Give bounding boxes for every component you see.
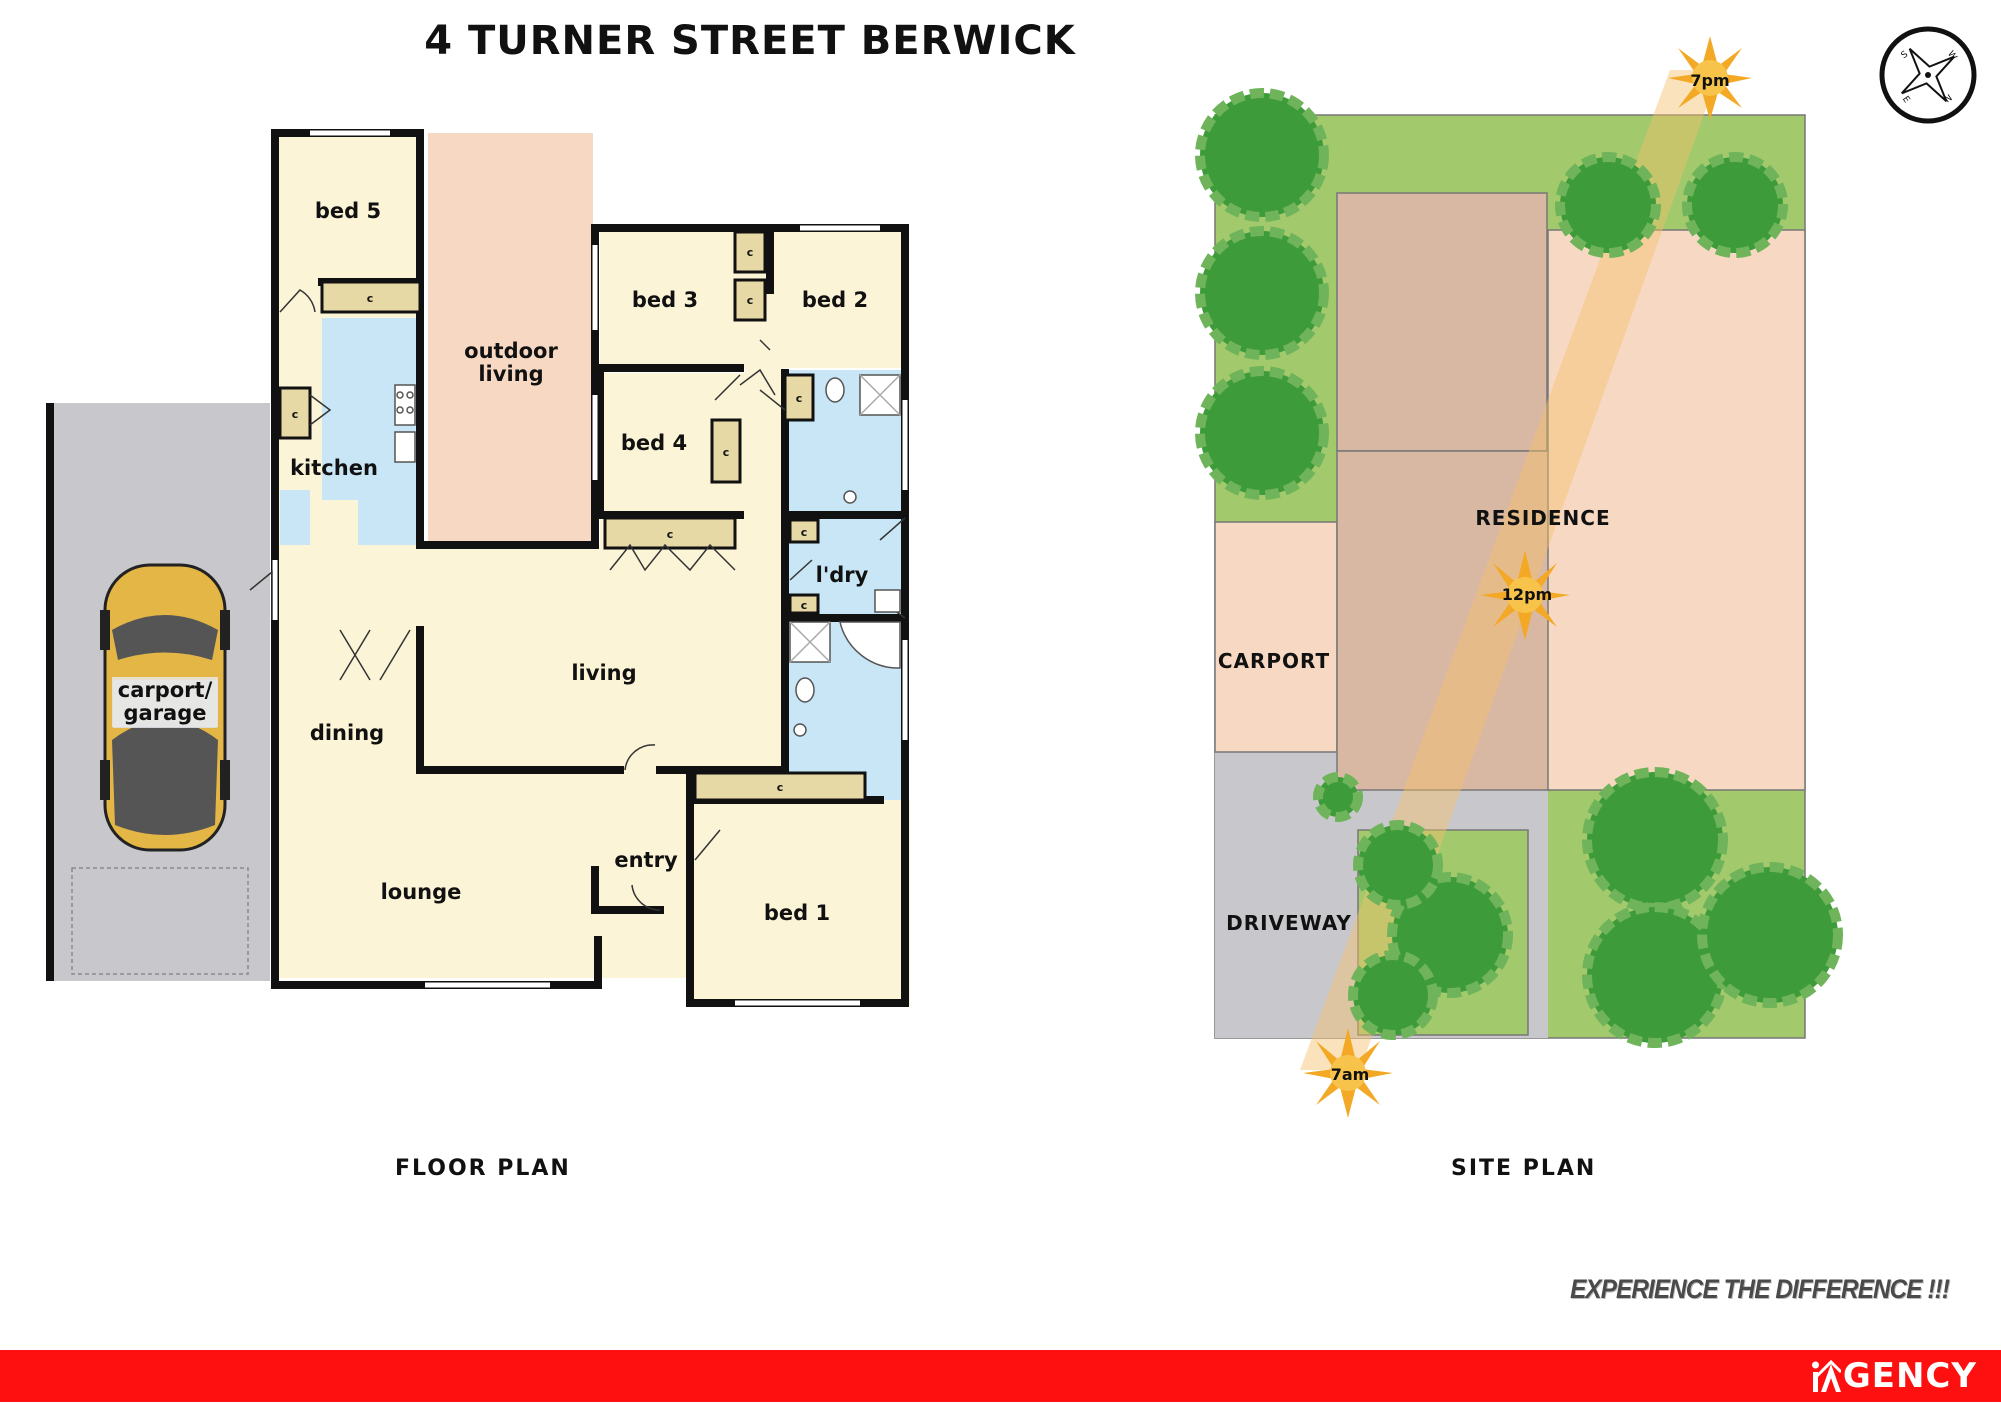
carport-label: CARPORT	[1218, 649, 1330, 673]
room-kitchen: kitchen	[290, 456, 378, 480]
compass-e: E	[1900, 95, 1912, 106]
sun-12pm-label: 12pm	[1502, 585, 1552, 604]
trees	[1195, 88, 1843, 1048]
agency-logo: GENCY	[1811, 1354, 1977, 1398]
sun-7pm-label: 7pm	[1690, 71, 1729, 90]
sun-7am-label: 7am	[1331, 1065, 1370, 1084]
tree-icon	[1387, 872, 1513, 998]
tree-icon	[1682, 152, 1788, 258]
room-bed-1: bed 1	[764, 901, 830, 925]
tree-icon	[1348, 950, 1438, 1040]
floor-plan: c c c c c c c c c c	[46, 129, 910, 1007]
carport-area	[1214, 521, 1338, 753]
cupboard-label: c	[747, 246, 754, 259]
tree-icon	[1195, 226, 1329, 360]
cupboard-label: c	[723, 446, 730, 459]
room-carport: carport/	[118, 678, 213, 702]
tagline: EXPERIENCE THE DIFFERENCE !!!	[1570, 1274, 1950, 1304]
sun-path	[1300, 70, 1720, 1070]
sun-labels: 7pm 12pm 7am	[1331, 71, 1730, 1084]
outdoor-living-area	[428, 133, 593, 541]
room-carport-2: garage	[123, 701, 206, 725]
cupboard-labels: c c c c c c c c c c	[292, 246, 808, 794]
cupboard-label: c	[801, 599, 808, 612]
residence-roof	[1336, 192, 1806, 791]
site-plan-label: SITE PLAN	[1451, 1156, 1597, 1181]
tree-icon	[1313, 772, 1363, 822]
residence-label: RESIDENCE	[1475, 506, 1610, 530]
cupboard-label: c	[367, 292, 374, 305]
room-dining: dining	[310, 721, 384, 745]
driveway-label: DRIVEWAY	[1226, 911, 1352, 935]
tree-icon	[1195, 88, 1329, 222]
tree-icon	[1555, 152, 1661, 258]
room-floors	[275, 133, 910, 1005]
room-laundry: l'dry	[816, 563, 869, 587]
room-lounge: lounge	[381, 880, 462, 904]
cupboard-label: c	[796, 392, 803, 405]
fixtures	[394, 374, 901, 737]
tree-icon	[1697, 862, 1843, 1008]
compass-icon: S W N E	[1879, 26, 1977, 124]
cupboard-label: c	[801, 526, 808, 539]
sun-icons	[1303, 36, 1752, 1118]
room-bed-5: bed 5	[315, 199, 381, 223]
page-title: 4 TURNER STREET BERWICK	[424, 18, 1076, 64]
cupboard-label: c	[667, 528, 674, 541]
room-labels: bed 5 outdoor living bed 3 bed 2 bed 4 k…	[112, 199, 869, 925]
cupboard-label: c	[747, 294, 754, 307]
cupboards	[278, 230, 867, 802]
compass-n: N	[1943, 93, 1954, 105]
cupboard-label: c	[292, 408, 299, 421]
room-bed-3: bed 3	[632, 288, 698, 312]
room-outdoor-living: outdoor	[464, 339, 558, 363]
agency-logo-icon	[1811, 1358, 1842, 1394]
room-bed-2: bed 2	[802, 288, 868, 312]
room-entry: entry	[614, 848, 678, 872]
cupboard-label: c	[777, 781, 784, 794]
tree-icon	[1195, 366, 1329, 500]
tree-icon	[1582, 767, 1728, 913]
footer-bar	[0, 1350, 2001, 1402]
room-outdoor-living-2: living	[478, 362, 543, 386]
site-plan: 7pm 12pm 7am RESIDENCE CARPORT DRIVEWAY …	[1195, 26, 1977, 1118]
floor-plan-label: FLOOR PLAN	[395, 1156, 571, 1181]
tree-icon	[1353, 820, 1443, 910]
compass-s: S	[1900, 49, 1911, 61]
room-bed-4: bed 4	[621, 431, 687, 455]
agency-logo-text: GENCY	[1842, 1356, 1977, 1396]
room-living: living	[571, 661, 636, 685]
